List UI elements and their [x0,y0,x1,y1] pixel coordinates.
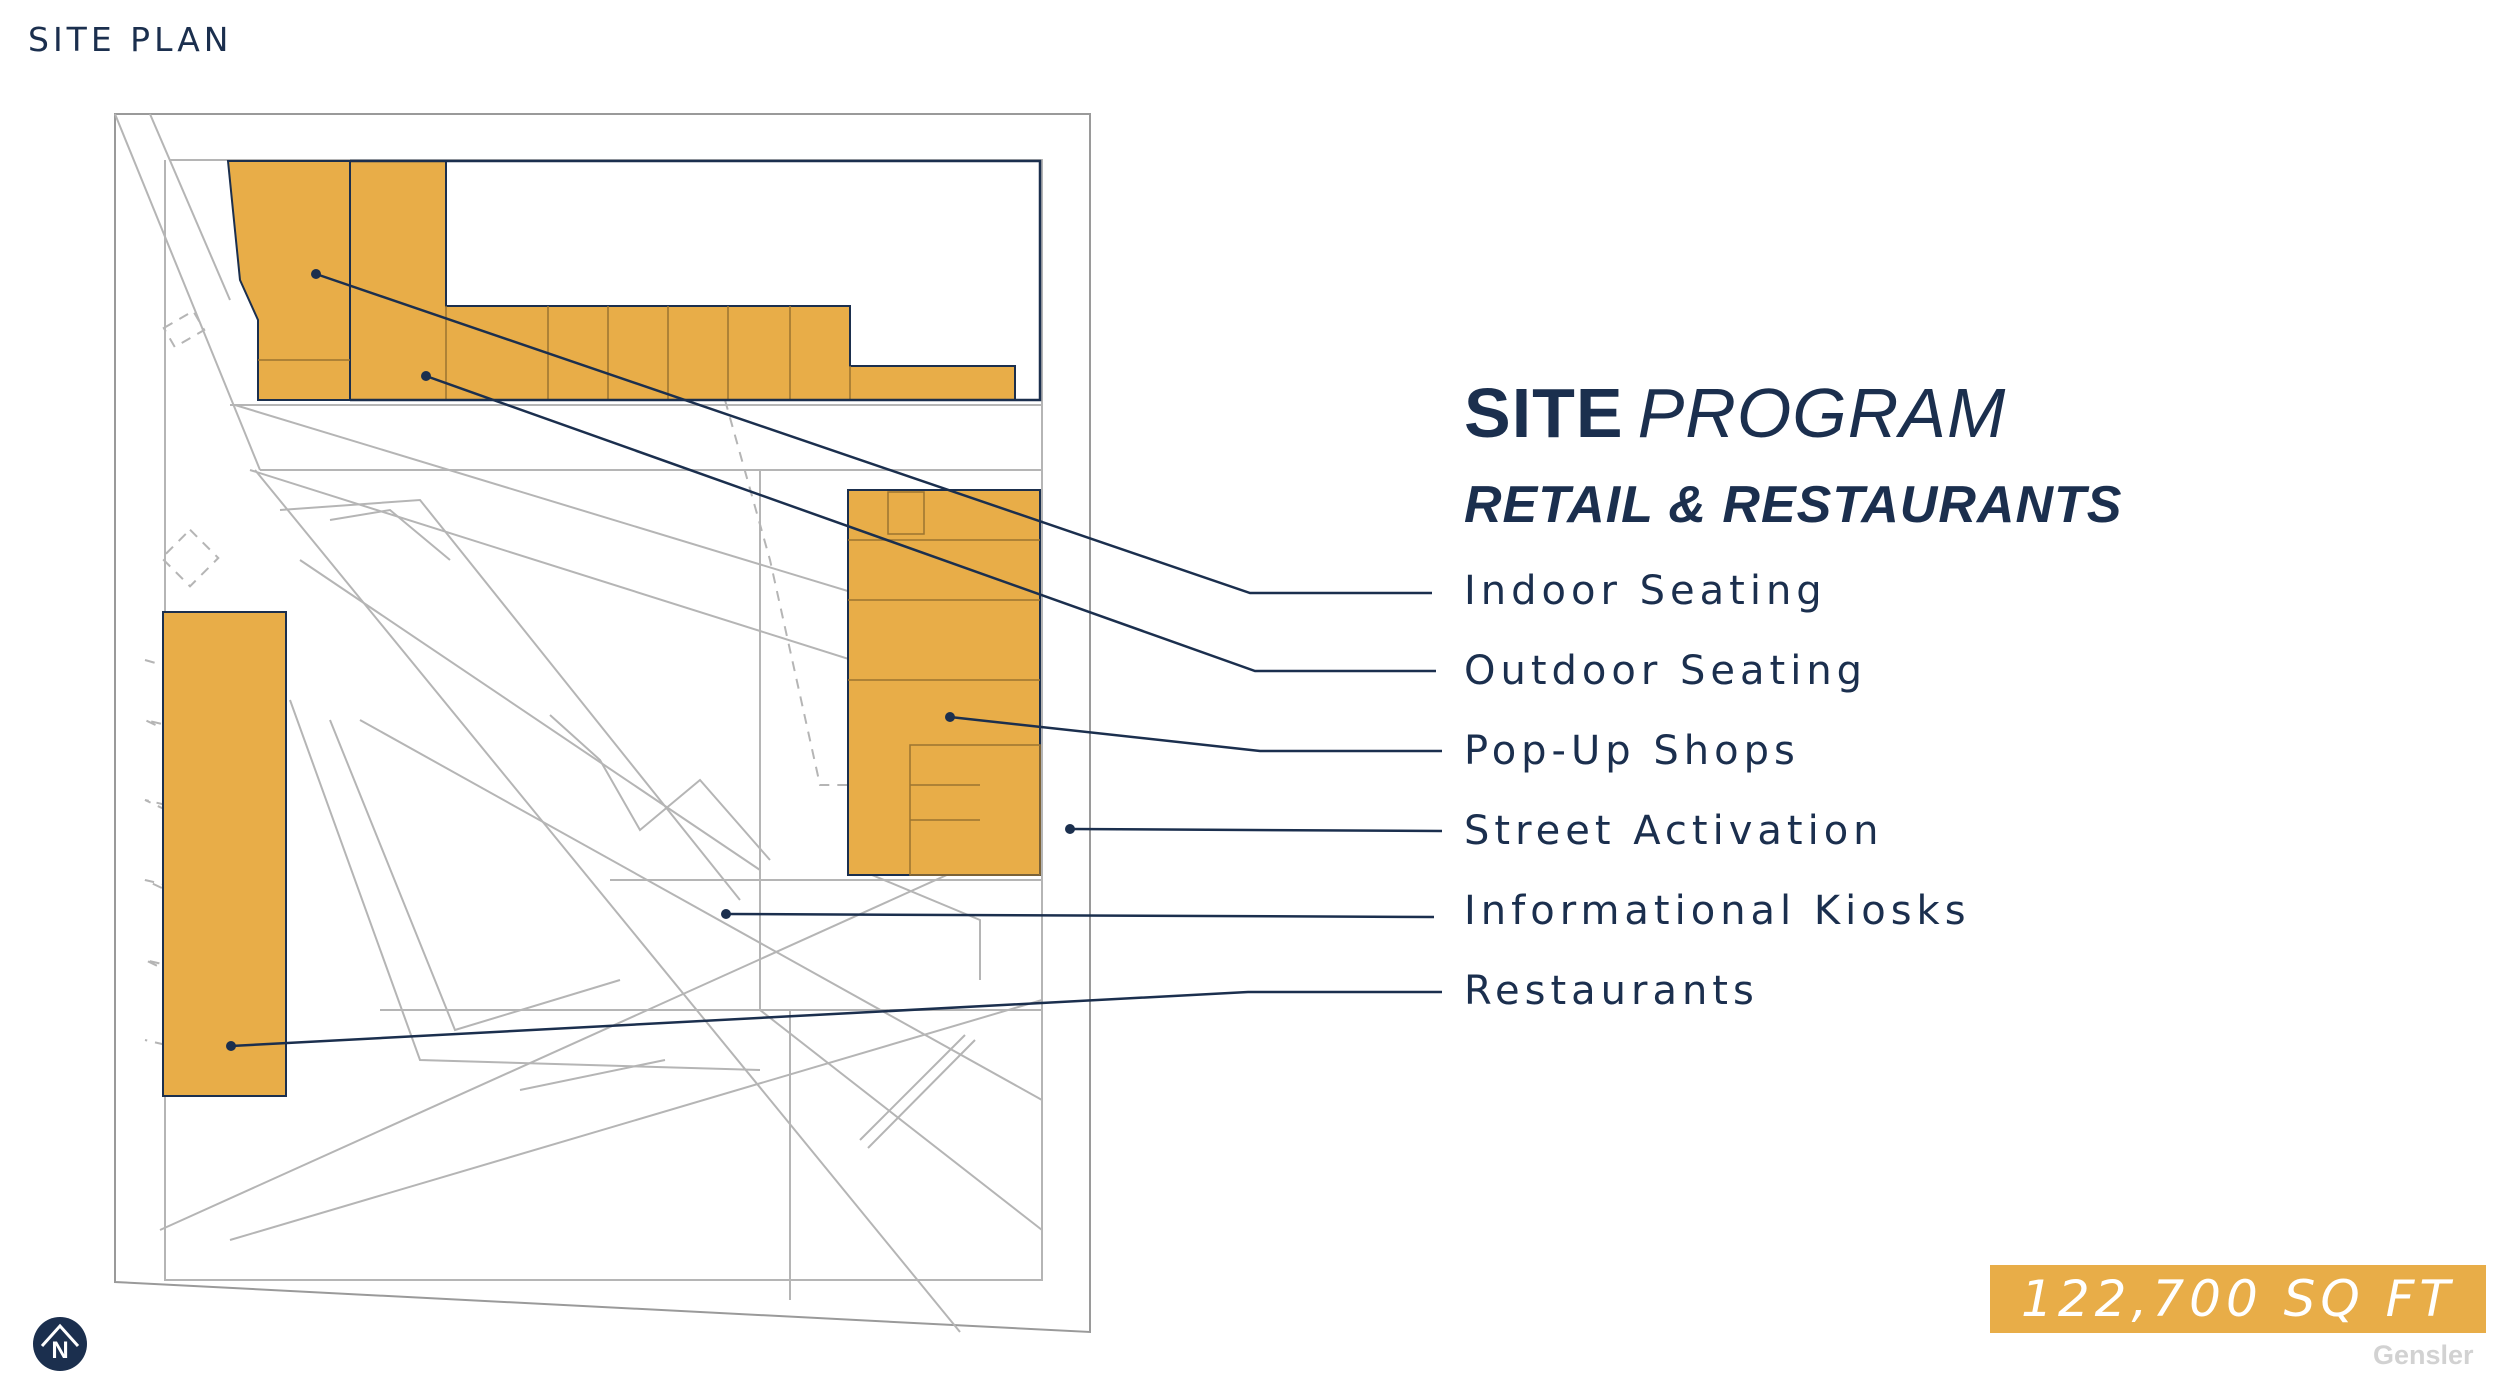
program-legend: Indoor Seating Outdoor Seating Pop-Up Sh… [1464,560,1971,1040]
site-boundary [114,113,1091,1334]
legend-item-pop-up-shops: Pop-Up Shops [1464,728,1800,774]
area-badge: 122,700 SQ FT [1990,1265,2486,1333]
block-subdivisions [258,306,1041,876]
block-pop-up-shops [847,489,1041,876]
leader-pop-up-shops [949,715,1442,753]
leader-indoor-seating [315,272,1432,595]
north-building-outline [350,159,1042,402]
plan-linework [114,113,1043,1333]
legend-item-restaurants: Restaurants [1464,968,1759,1014]
page-label: SITE PLAN [28,20,233,59]
leader-informational-kiosks [725,912,1435,919]
north-label: N [51,1337,68,1364]
legend-item-informational-kiosks: Informational Kiosks [1464,888,1971,934]
callout-dots [226,269,1075,1051]
block-outdoor-seating [349,160,1016,401]
legend-item-street-activation: Street Activation [1464,808,1884,854]
leader-restaurants [230,990,1442,1048]
program-subtitle: RETAIL & RESTAURANTS [1464,476,2123,534]
program-title-italic: PROGRAM [1637,374,2007,452]
program-blocks [162,160,1041,1097]
legend-item-indoor-seating: Indoor Seating [1464,568,1827,614]
callout-leaders [230,272,1443,1048]
block-restaurants [162,611,287,1097]
north-arrow-icon: N [33,1317,87,1371]
legend-item-outdoor-seating: Outdoor Seating [1464,648,1868,694]
program-title-bold: SITE [1464,374,1624,452]
leader-outdoor-seating [425,374,1436,673]
brand-logo: Gensler [2373,1340,2474,1370]
leader-street-activation [1069,827,1443,833]
